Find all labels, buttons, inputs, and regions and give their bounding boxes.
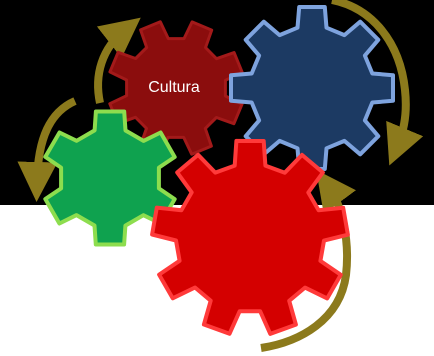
arrow-top-left bbox=[94, 17, 141, 104]
green-gear bbox=[43, 109, 177, 247]
red-gear-small bbox=[108, 20, 244, 156]
arrow-top-right bbox=[331, 0, 424, 166]
blue-gear bbox=[229, 5, 395, 171]
arrow-left bbox=[17, 97, 77, 202]
gear-label-cultura: Cultura bbox=[148, 79, 200, 96]
red-gear-large bbox=[150, 138, 350, 336]
